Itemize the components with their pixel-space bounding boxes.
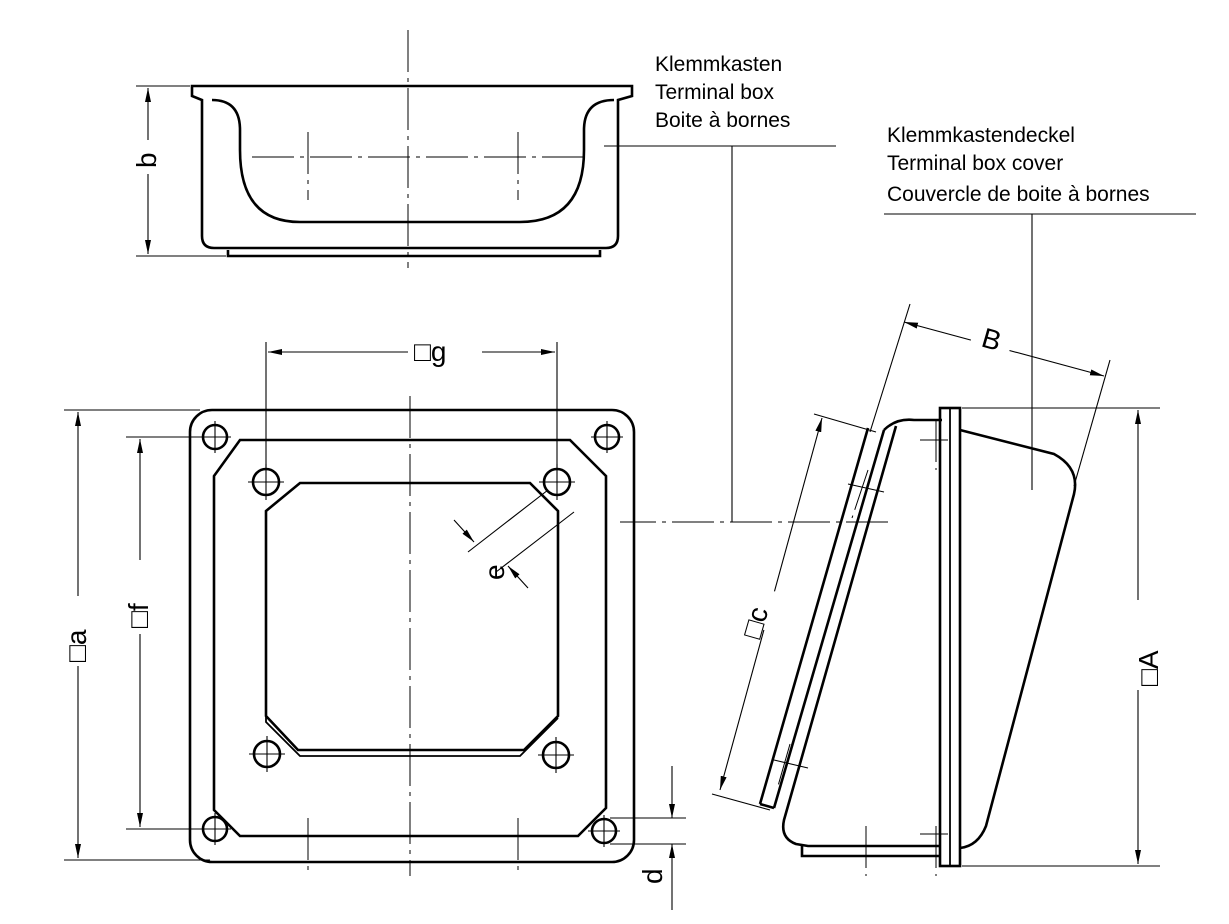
dim-label-A: □A	[1133, 650, 1164, 686]
dim-label-d: d	[637, 868, 668, 884]
mounting-hole	[591, 421, 623, 453]
label-cover-en: Terminal box cover	[887, 152, 1063, 175]
mounting-hole	[199, 813, 231, 845]
label-terminal-box-cover: Klemmkastendeckel Terminal box cover Cou…	[887, 124, 1150, 206]
cover-screw-hole	[538, 737, 574, 773]
terminal-box-leader	[604, 145, 836, 522]
dim-label-g: □g	[414, 336, 446, 367]
label-terminal-box-de: Klemmkasten	[655, 53, 782, 76]
mounting-hole	[588, 815, 620, 847]
side-section-view: b	[128, 30, 634, 268]
label-terminal-box: Klemmkasten Terminal box Boite à bornes	[655, 53, 790, 132]
label-terminal-box-en: Terminal box	[655, 81, 775, 104]
cover-screw-hole	[249, 736, 285, 772]
label-cover-fr: Couvercle de boite à bornes	[887, 183, 1150, 206]
dim-label-a: □a	[61, 629, 92, 662]
label-cover-de: Klemmkastendeckel	[887, 124, 1075, 147]
label-terminal-box-fr: Boite à bornes	[655, 109, 790, 132]
dim-label-f: □f	[123, 603, 154, 628]
front-view: □g □a □f e d	[58, 334, 686, 910]
terminal-box-cover-leader	[884, 213, 1196, 490]
mounting-hole	[199, 421, 231, 453]
tilted-cover-view: □A B □c	[620, 303, 1164, 876]
dim-label-e: e	[479, 564, 510, 580]
dim-label-b: b	[131, 152, 162, 168]
